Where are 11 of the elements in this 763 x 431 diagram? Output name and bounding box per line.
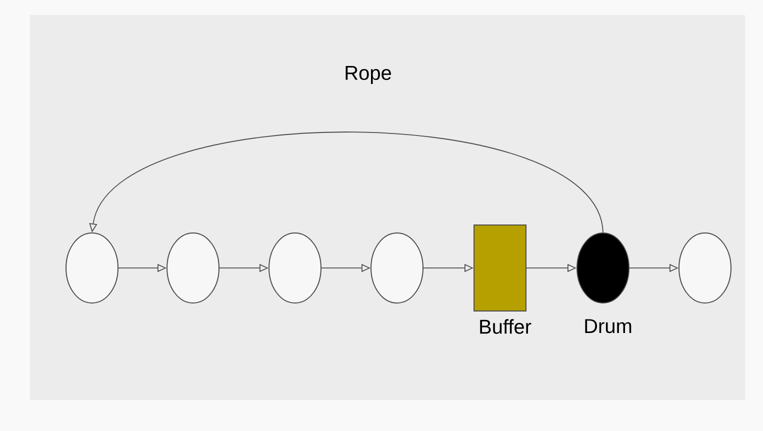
circle bbox=[268, 232, 322, 304]
circle bbox=[370, 232, 424, 304]
drum-circle bbox=[576, 232, 630, 304]
arrow bbox=[89, 132, 604, 233]
circle bbox=[166, 232, 220, 304]
edge-label: Rope bbox=[342, 64, 394, 86]
buffer-box bbox=[474, 224, 526, 312]
circle bbox=[678, 232, 732, 304]
node-caption: Drum bbox=[585, 319, 632, 334]
node-caption: Buffer bbox=[480, 319, 532, 334]
circle bbox=[66, 232, 119, 304]
